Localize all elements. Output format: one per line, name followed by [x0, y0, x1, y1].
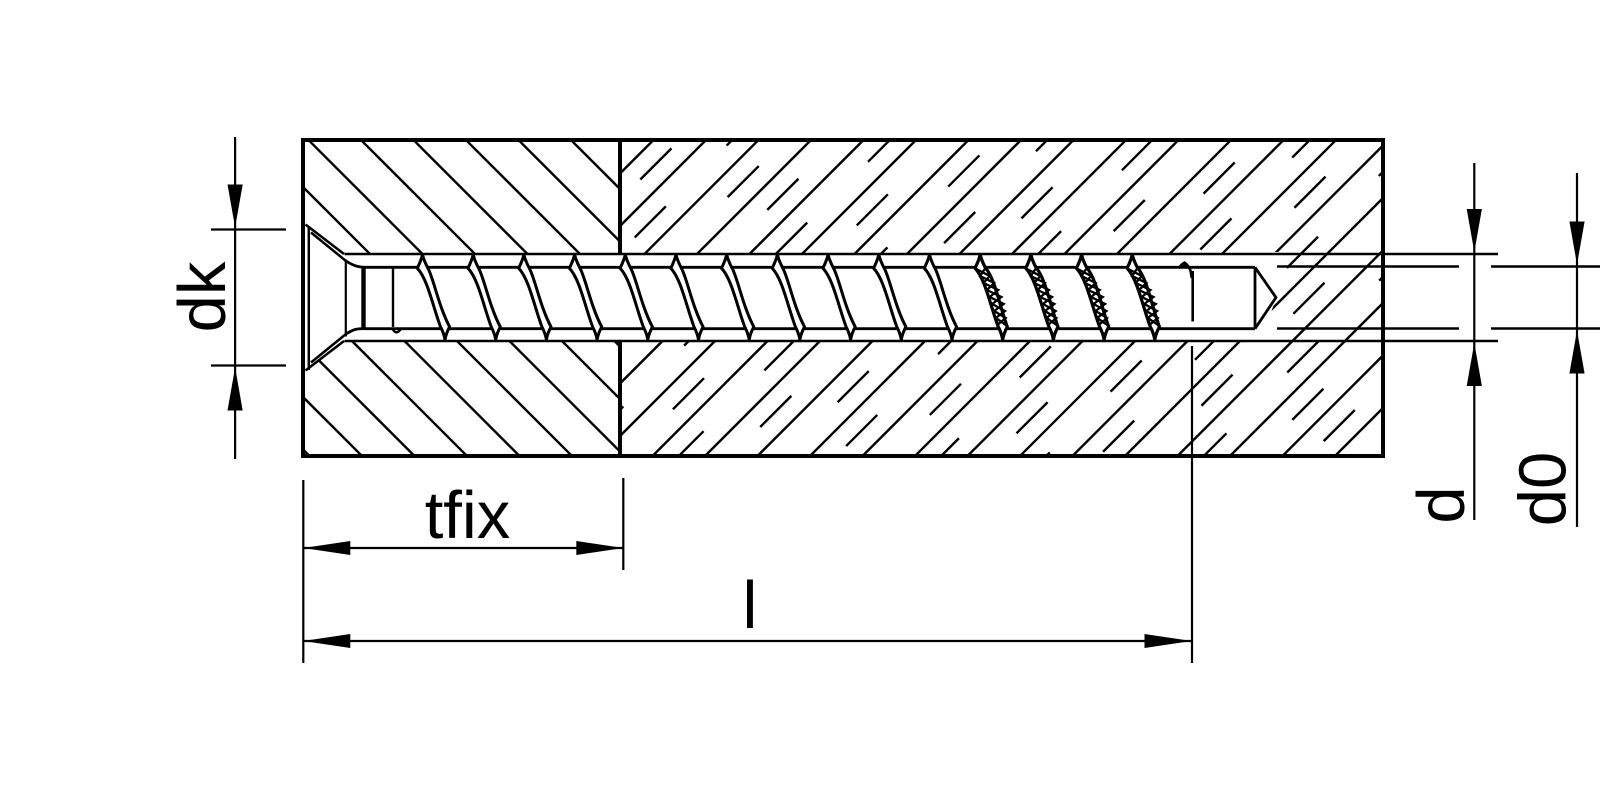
svg-text:d: d	[1404, 486, 1479, 523]
svg-text:d0: d0	[1506, 452, 1581, 527]
svg-text:tfix: tfix	[425, 478, 511, 553]
svg-text:l: l	[743, 568, 758, 643]
svg-text:dk: dk	[165, 261, 240, 332]
